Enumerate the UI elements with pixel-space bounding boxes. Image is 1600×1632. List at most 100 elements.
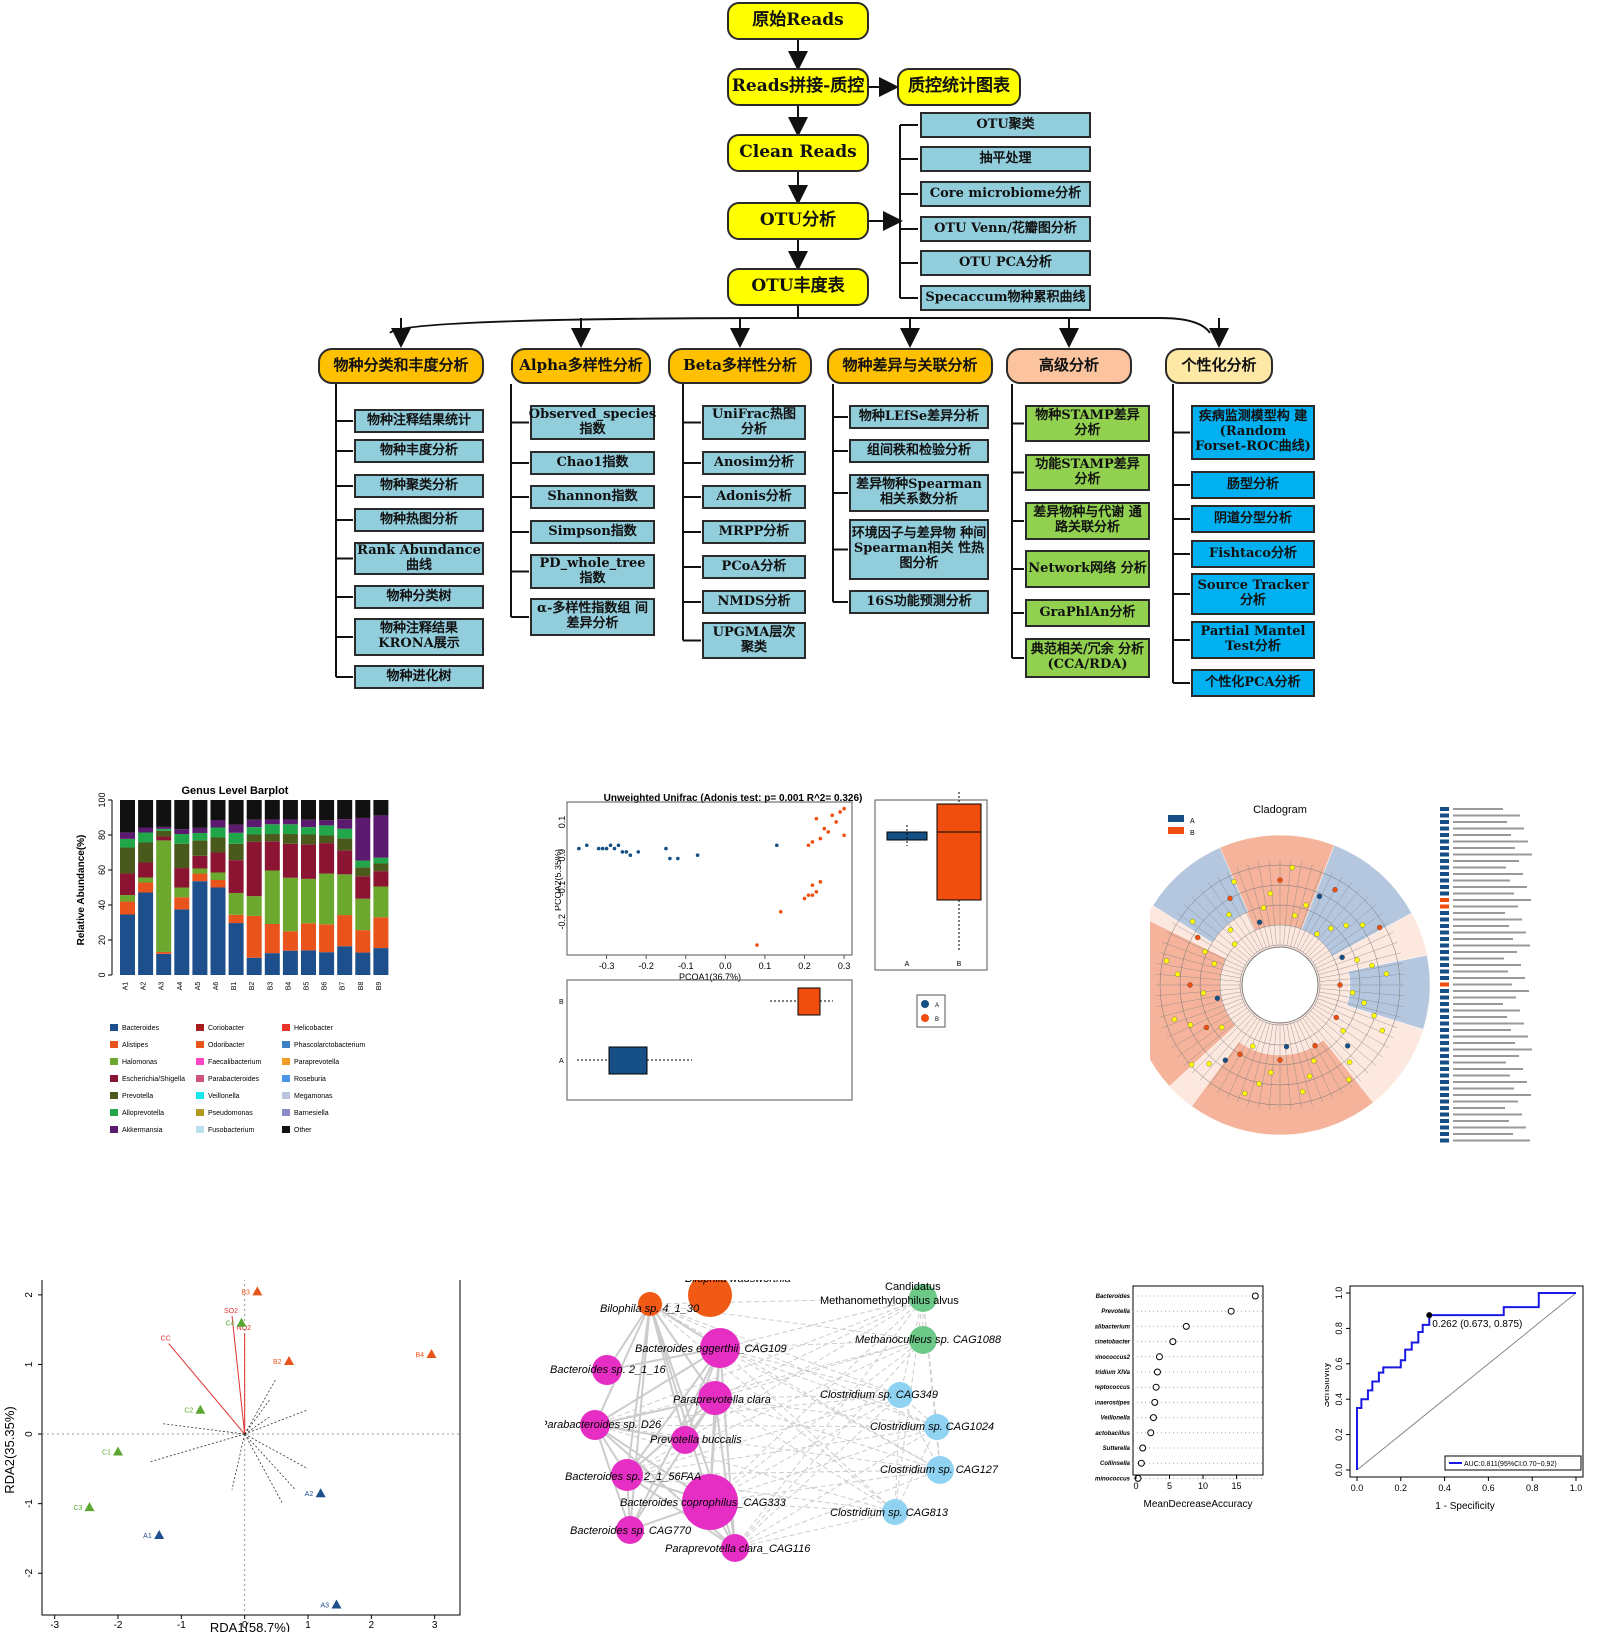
dotplot-category: Anaerostipes — [1095, 1400, 1131, 1406]
barplot-xtick: B5 — [304, 982, 311, 991]
pcoa-point — [814, 890, 819, 894]
barplot-xtick: B4 — [285, 982, 292, 991]
bar-segment — [228, 923, 244, 975]
clado-node — [1316, 893, 1323, 900]
bar-segment — [210, 887, 226, 975]
bar-segment — [355, 860, 371, 868]
dotplot-category: Veillonella — [1101, 1416, 1131, 1422]
rda-sample-label: B4 — [416, 1352, 425, 1359]
network-edge — [594, 1424, 941, 1471]
clado-node — [1376, 924, 1383, 931]
clado-node — [1242, 1090, 1248, 1097]
clado-node — [1292, 912, 1298, 919]
pcoa-point — [664, 846, 668, 851]
network-edge — [719, 1339, 924, 1349]
clado-node — [1256, 919, 1263, 925]
clado-legend-a: A — [1190, 818, 1195, 825]
legend-swatch — [196, 1058, 204, 1065]
clado-key-label — [1453, 1100, 1518, 1103]
clado-key-label — [1453, 925, 1509, 927]
clado-key-label — [1453, 847, 1515, 849]
legend-label: Escherichia/Shigella — [122, 1076, 185, 1083]
clado-node — [1346, 1077, 1352, 1083]
rda-sample-label: B2 — [273, 1359, 282, 1366]
bar-segment — [156, 828, 172, 831]
clado-key-label — [1453, 983, 1512, 986]
dotplot-point — [1155, 1353, 1163, 1361]
rda-xlabel: RDA1(58.7%) — [210, 1620, 290, 1632]
pcoa-ytick: 0.0 — [557, 849, 567, 862]
legend-label: Veillonella — [208, 1093, 240, 1100]
barplot-ytick: 80 — [97, 830, 107, 840]
roc-legend-label: AUC:0.811(95%CI:0.70~0.92) — [1464, 1461, 1557, 1468]
bar-segment — [120, 901, 135, 915]
bar-segment — [373, 800, 389, 816]
category-4: 高级分析 — [1006, 348, 1132, 384]
pcoa-point — [628, 853, 633, 858]
bar-segment — [355, 930, 371, 953]
bar-segment — [192, 868, 208, 874]
legend-swatch — [282, 1126, 290, 1133]
clado-legend-a-swatch — [1168, 815, 1184, 822]
clado-node — [1307, 1073, 1313, 1079]
bar-segment — [264, 870, 280, 924]
network-edge — [719, 1347, 941, 1471]
pcoa-point — [822, 826, 827, 831]
dotplot-point — [1182, 1322, 1190, 1330]
clado-node — [1211, 961, 1218, 967]
legend-label: Bacteroides — [122, 1025, 159, 1032]
bar-segment — [192, 832, 208, 841]
clado-key-swatch — [1440, 989, 1449, 993]
bar-segment — [210, 880, 226, 888]
clado-node — [1227, 895, 1233, 902]
bar-segment — [138, 800, 154, 828]
pcoa-point — [842, 833, 846, 838]
network-node-label: Parabacteroides sp. D26 — [545, 1419, 662, 1431]
clado-node — [1339, 954, 1345, 960]
roc-xtick: 0.6 — [1482, 1483, 1495, 1493]
bar-segment — [156, 836, 172, 841]
network-edge — [649, 1303, 901, 1396]
clado-key-swatch — [1440, 917, 1449, 922]
clado-key-label — [1453, 990, 1529, 992]
rda-species-vector — [162, 1423, 245, 1435]
hbox-b — [797, 987, 821, 1016]
barplot-xtick: B1 — [231, 982, 238, 991]
pcoa-point — [616, 843, 621, 848]
bar-segment — [174, 829, 190, 835]
category-0-item-6: 物种注释结果 KRONA展示 — [354, 618, 484, 656]
roc-diagonal — [1356, 1292, 1577, 1471]
bar-segment — [228, 860, 244, 893]
clado-key-swatch — [1440, 826, 1449, 831]
category-2-item-1: Anosim分析 — [702, 451, 806, 475]
rda-ytick: -2 — [24, 1568, 35, 1577]
clado-key-swatch — [1440, 1008, 1449, 1013]
bar-segment — [228, 832, 244, 844]
category-4-item-4: GraPhlAn分析 — [1025, 599, 1150, 627]
pcoa-point — [755, 943, 759, 947]
bar-segment — [192, 855, 208, 869]
dotplot-point — [1169, 1338, 1177, 1346]
legend-label: Halomonas — [122, 1059, 158, 1066]
network-node-label: Paraprevotella clara — [673, 1394, 771, 1406]
bar-segment — [264, 800, 280, 820]
rda-xtick: 3 — [432, 1620, 438, 1631]
category-3: 物种差异与关联分析 — [827, 348, 993, 384]
dotplot-category: Ruminococcus2 — [1095, 1355, 1131, 1361]
legend-label: Alistipes — [122, 1042, 149, 1049]
rda-species-vector — [244, 1433, 284, 1504]
clado-node — [1340, 1028, 1346, 1034]
pcoa-xtick: 0.3 — [838, 961, 851, 971]
pcoa-point — [624, 850, 629, 854]
bar-segment — [301, 819, 316, 828]
network-plot: Bilophila wadsworthiaBilophila sp. 4_1_3… — [545, 1280, 1065, 1632]
bar-segment — [337, 828, 353, 839]
legend-label: Fusobacterium — [208, 1127, 254, 1134]
rda-sample-point — [331, 1599, 342, 1609]
roc-legend — [1444, 1455, 1582, 1471]
clado-key-swatch — [1440, 930, 1449, 935]
bar-segment — [120, 914, 135, 975]
network-node-label: Bacteroides sp. 2_1_56FAA — [565, 1471, 701, 1483]
bar-segment — [138, 862, 154, 878]
